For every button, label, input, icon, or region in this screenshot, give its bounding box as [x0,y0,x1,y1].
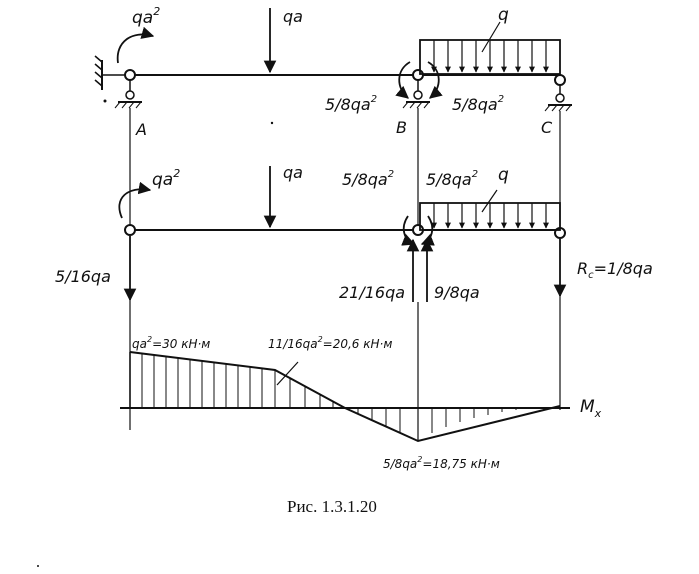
support-B [402,69,430,109]
moment-B-left-label: 5/8qa2 [325,94,377,114]
mid-moment-B-left-label: 5/8qa2 [342,169,394,189]
mid-moment-arrow-A [118,181,152,219]
moment-B-right-arrow [427,61,443,99]
projection-lines [129,108,561,228]
top-beam: qa2 qa q 5/8qa2 5/8qa2 A B C [94,5,572,139]
mid-moment-A-label: qa2 [152,167,180,190]
distributed-load-mid [419,189,561,231]
support-A [94,55,142,109]
dist-load-top-label: q [498,5,509,25]
reaction-B-right-label: 9/8qa [434,283,480,302]
moment-A-value: qa2=30 кН·м [132,335,210,351]
support-B-label: B [396,118,407,137]
mid-beam: qa2 qa q 5/8qa2 5/8qa2 5/16qa 21/1 [55,163,653,302]
moment-curve [129,351,561,443]
reaction-C-label: Rc=1/8qa [577,259,653,281]
reaction-A-label: 5/16qa [55,267,111,286]
moment-hatch-negative [357,408,517,433]
support-C [544,74,572,112]
dist-load-mid-label: q [498,165,509,185]
projection-lines-lower [129,296,561,440]
moment-A-label: qa2 [132,5,160,28]
force-qa-label: qa [283,7,303,26]
moment-axis-label: Mx [580,397,602,420]
mid-moment-B-right-label: 5/8qa2 [426,169,478,189]
moment-B-right-label: 5/8qa2 [452,94,504,114]
support-A-label: A [135,120,147,139]
distributed-load-top [419,21,561,75]
moment-B-left-arrow [395,61,411,99]
support-C-label: C [541,118,553,137]
moment-B-value: 5/8qa2=18,75 кН·м [383,455,500,471]
moment-mid-value: 11/16qa2=20,6 кН·м [268,335,392,351]
mid-force-qa-label: qa [283,163,303,182]
moment-diagram: Mx qa2=30 кН·м 11/16qa2=20,6 кН·м 5/8qa2… [120,335,602,471]
figure-caption: Рис. 1.3.1.20 [287,497,377,516]
moment-arrow-A [116,26,155,64]
reaction-B-left-label: 21/16qa [339,283,405,302]
moment-hatch-positive [141,353,334,408]
